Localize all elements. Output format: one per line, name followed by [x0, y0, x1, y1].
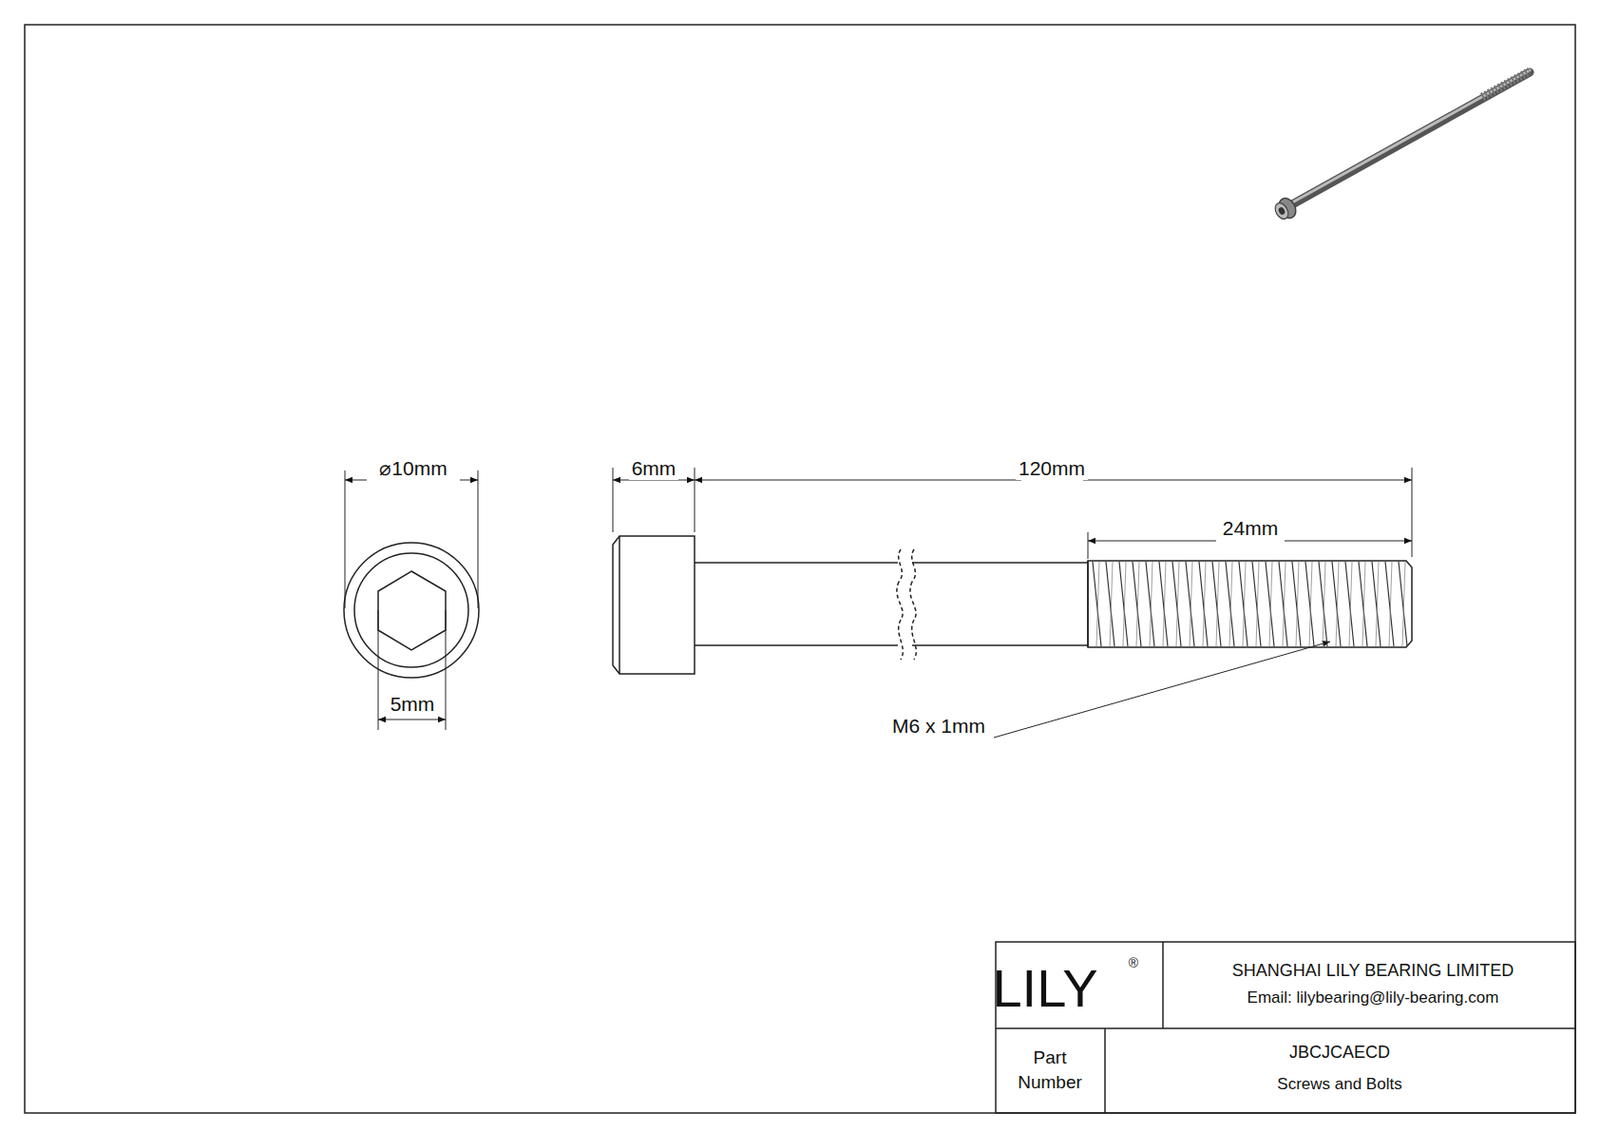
- thread-line: [1282, 561, 1286, 647]
- thread-line: [1202, 561, 1206, 647]
- thread-line: [1176, 561, 1180, 647]
- thread-line: [1385, 561, 1394, 647]
- thread-line: [1256, 561, 1259, 647]
- thread-line: [1105, 561, 1115, 647]
- thread-line: [1136, 561, 1140, 647]
- thread-line: [1358, 561, 1368, 647]
- thread-line: [1389, 561, 1392, 647]
- thread-line: [1123, 561, 1126, 647]
- dimension: 120mm: [1015, 457, 1088, 480]
- thread-line: [1132, 561, 1142, 647]
- thread-line: [1375, 561, 1379, 647]
- thread-line: [1332, 561, 1341, 647]
- thread-line: [1159, 561, 1168, 647]
- thread-line: [1398, 561, 1408, 647]
- thread-line: [1305, 561, 1315, 647]
- thread-line: [1362, 561, 1366, 647]
- thread-line: [1229, 561, 1233, 647]
- thread-line: [1278, 561, 1288, 647]
- dimension: ⌀10mm: [376, 457, 450, 480]
- thread-line: [1269, 561, 1273, 647]
- field-label: Part Number: [1011, 1045, 1088, 1094]
- thread-line: [1335, 561, 1339, 647]
- thread-line: [1345, 561, 1354, 647]
- registered-mark: ®: [1128, 954, 1139, 971]
- thread-line: [1092, 561, 1102, 647]
- thread-line: [1199, 561, 1208, 647]
- thread-line: [1292, 561, 1301, 647]
- thread-line: [1149, 561, 1153, 647]
- thread-line: [1238, 561, 1248, 647]
- thread-line: [1189, 561, 1193, 647]
- company-email: Email: lilybearing@lily-bearing.com: [1247, 988, 1500, 1008]
- dimension: 5mm: [387, 692, 439, 716]
- part-category: Screws and Bolts: [1276, 1074, 1402, 1094]
- thread-line: [1318, 561, 1328, 647]
- thread-line: [1172, 561, 1181, 647]
- thread-line: [1162, 561, 1166, 647]
- thread-line: [1119, 561, 1128, 647]
- thread-line: [1371, 561, 1381, 647]
- part-number: JBCJCAECD: [1289, 1042, 1391, 1063]
- thread-line: [1216, 561, 1220, 647]
- thread-line: [1349, 561, 1353, 647]
- dimension: 6mm: [628, 457, 680, 480]
- thread-line: [1225, 561, 1235, 647]
- thread-line: [1185, 561, 1195, 647]
- thread-line: [1265, 561, 1275, 647]
- company-name: SHANGHAI LILY BEARING LIMITED: [1232, 960, 1514, 981]
- thread-line: [1322, 561, 1326, 647]
- screw-icon: [1272, 70, 1530, 222]
- thread-line: [1309, 561, 1313, 647]
- frame: [24, 24, 1576, 1113]
- thread-spec: M6 x 1mm: [889, 714, 989, 738]
- thread-line: [1145, 561, 1155, 647]
- side-view: [612, 535, 1412, 674]
- thread-line: [1402, 561, 1406, 647]
- thread-line: [1242, 561, 1246, 647]
- end-view: [343, 542, 479, 678]
- thread-line: [1295, 561, 1299, 647]
- thread-line: [1109, 561, 1113, 647]
- thread-line: [1096, 561, 1100, 647]
- dimension-lines: [344, 467, 1412, 738]
- dimension: 24mm: [1219, 516, 1281, 540]
- thread-line: [1212, 561, 1221, 647]
- logo: LILY: [991, 957, 1098, 1019]
- thread-line: [1252, 561, 1261, 647]
